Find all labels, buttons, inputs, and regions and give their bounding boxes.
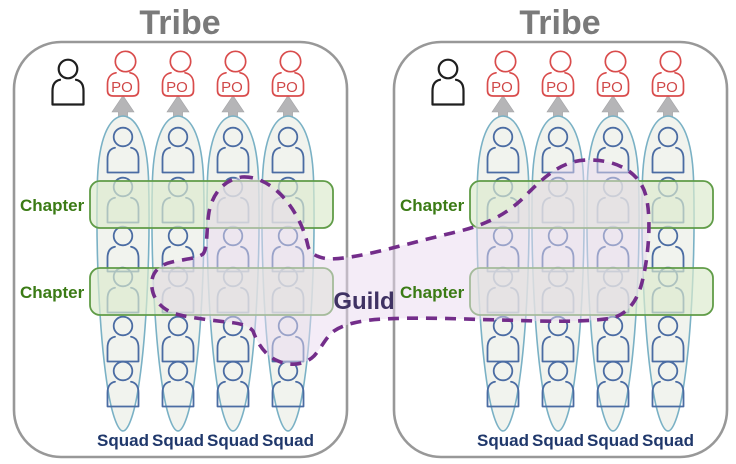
squad-label: Squad: [97, 431, 149, 450]
squad: PO Squad: [476, 50, 530, 450]
tribe-title: Tribe: [139, 4, 220, 42]
squad: PO Squad: [151, 50, 205, 450]
chapter-label: Chapter: [400, 283, 465, 302]
squad-label: Squad: [642, 431, 694, 450]
squad-label: Squad: [207, 431, 259, 450]
chapter-label: Chapter: [20, 283, 85, 302]
squad: PO Squad: [96, 50, 150, 450]
squad: PO Squad: [531, 50, 585, 450]
chapter-label: Chapter: [400, 196, 465, 215]
guild-blob: [149, 158, 651, 366]
po-label: PO: [601, 79, 623, 96]
squad: PO Squad: [586, 50, 640, 450]
po-label: PO: [656, 79, 678, 96]
squad: PO Squad: [206, 50, 260, 450]
po-label: PO: [221, 79, 243, 96]
po-label: PO: [546, 79, 568, 96]
guild-label: Guild: [333, 288, 394, 315]
chapter-label: Chapter: [20, 196, 85, 215]
po-label: PO: [166, 79, 188, 96]
squad-label: Squad: [262, 431, 314, 450]
tribe-title: Tribe: [519, 4, 600, 42]
squad-label: Squad: [477, 431, 529, 450]
squad-label: Squad: [152, 431, 204, 450]
squad: PO Squad: [261, 50, 315, 450]
po-label: PO: [491, 79, 513, 96]
squad-label: Squad: [532, 431, 584, 450]
po-label: PO: [276, 79, 298, 96]
po-label: PO: [111, 79, 133, 96]
squad: PO Squad: [641, 50, 695, 450]
squad-label: Squad: [587, 431, 639, 450]
